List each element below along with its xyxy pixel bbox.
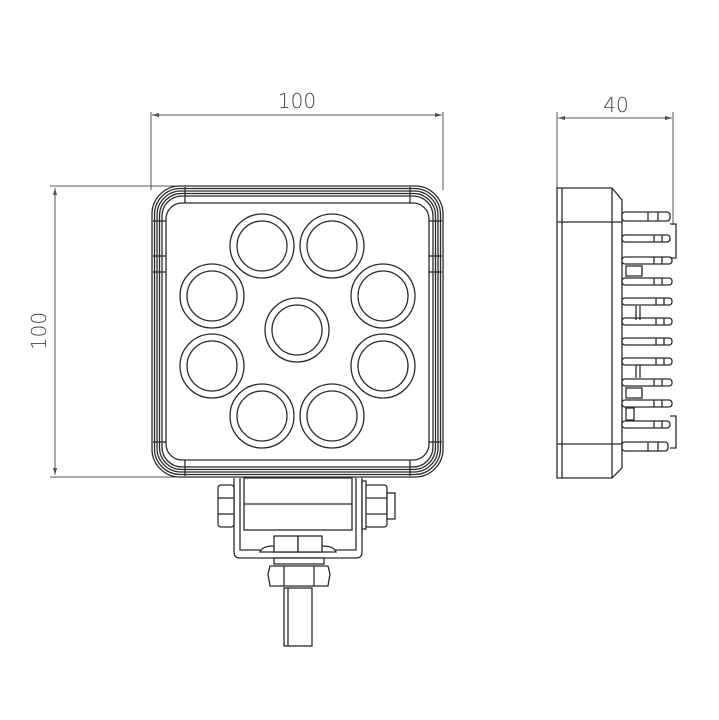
led-9 <box>299 383 365 449</box>
led-3 <box>179 263 245 329</box>
fin <box>621 256 673 265</box>
fin <box>621 420 671 429</box>
front-height-label: 100 <box>27 312 51 350</box>
fin <box>621 357 673 366</box>
led-2 <box>299 213 365 279</box>
led-4 <box>350 263 416 329</box>
front-width-dimension <box>150 112 444 190</box>
fin <box>621 234 671 243</box>
led-5 <box>264 297 330 363</box>
fin <box>621 399 673 408</box>
fin <box>621 277 673 286</box>
led-6 <box>179 333 245 399</box>
fin <box>621 378 673 387</box>
led-8 <box>229 383 295 449</box>
led-1 <box>229 213 295 279</box>
fin <box>621 441 669 452</box>
front-width-label: 100 <box>278 89 316 113</box>
led-array <box>179 213 416 449</box>
heatsink-fins <box>621 211 677 452</box>
side-depth-label: 40 <box>603 93 628 117</box>
side-housing <box>556 187 623 479</box>
fin <box>621 337 673 346</box>
front-height-dimension <box>50 185 175 478</box>
fin <box>621 317 673 326</box>
led-7 <box>350 333 416 399</box>
side-depth-dimension <box>556 112 674 225</box>
fin <box>621 297 673 306</box>
fin <box>621 211 671 222</box>
front-housing <box>151 185 444 478</box>
mounting-bracket <box>217 477 396 647</box>
